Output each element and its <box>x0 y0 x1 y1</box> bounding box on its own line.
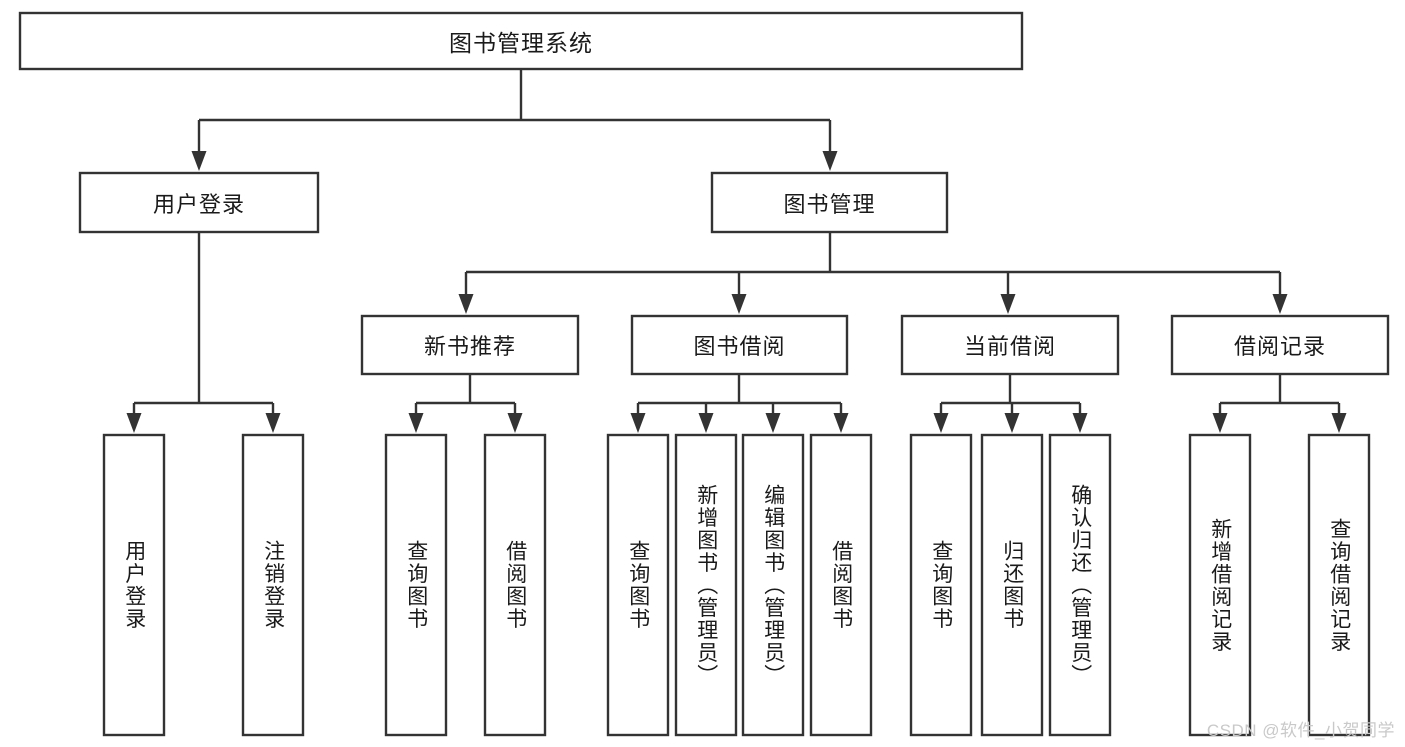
arrow-head-icon <box>630 413 646 433</box>
arrow-head-icon <box>833 413 849 433</box>
node-box-leaf-query-book-cur[interactable] <box>909 433 973 737</box>
node-box-root[interactable] <box>18 11 1024 71</box>
node-layer <box>18 11 1390 737</box>
arrow-head-icon <box>507 413 523 433</box>
node-box-leaf-borrow-book[interactable] <box>809 433 873 737</box>
arrow-head-icon <box>265 413 281 433</box>
arrow-head-icon <box>126 413 142 433</box>
arrow-head-icon <box>458 294 474 314</box>
arrow-head-icon <box>765 413 781 433</box>
arrow-head-icon <box>1072 413 1088 433</box>
node-box-leaf-return-book[interactable] <box>980 433 1044 737</box>
node-box-new-book-recommend[interactable] <box>360 314 580 376</box>
node-box-leaf-add-book-admin[interactable] <box>674 433 738 737</box>
node-box-leaf-query-borrow-record[interactable] <box>1307 433 1371 737</box>
node-box-leaf-confirm-return-admin[interactable] <box>1048 433 1112 737</box>
node-box-current-borrow[interactable] <box>900 314 1120 376</box>
arrow-head-icon <box>698 413 714 433</box>
arrow-head-icon <box>731 294 747 314</box>
arrow-head-icon <box>1004 413 1020 433</box>
node-box-leaf-add-borrow-record[interactable] <box>1188 433 1252 737</box>
node-box-book-manage[interactable] <box>710 171 949 234</box>
node-box-leaf-query-book-borrow[interactable] <box>606 433 670 737</box>
node-box-book-borrow[interactable] <box>630 314 849 376</box>
arrow-head-icon <box>822 151 838 171</box>
node-box-borrow-record[interactable] <box>1170 314 1390 376</box>
arrow-head-icon <box>191 151 207 171</box>
node-box-leaf-user-login[interactable] <box>102 433 166 737</box>
node-box-leaf-query-book-rec[interactable] <box>384 433 448 737</box>
node-box-leaf-logout-login[interactable] <box>241 433 305 737</box>
arrow-head-icon <box>1000 294 1016 314</box>
arrow-head-icon <box>1272 294 1288 314</box>
connector-layer <box>126 69 1347 433</box>
arrow-head-icon <box>1212 413 1228 433</box>
arrow-head-icon <box>933 413 949 433</box>
node-box-user-login[interactable] <box>78 171 320 234</box>
node-box-leaf-edit-book-admin[interactable] <box>741 433 805 737</box>
node-box-leaf-borrow-book-rec[interactable] <box>483 433 547 737</box>
arrow-head-icon <box>408 413 424 433</box>
arrow-head-icon <box>1331 413 1347 433</box>
